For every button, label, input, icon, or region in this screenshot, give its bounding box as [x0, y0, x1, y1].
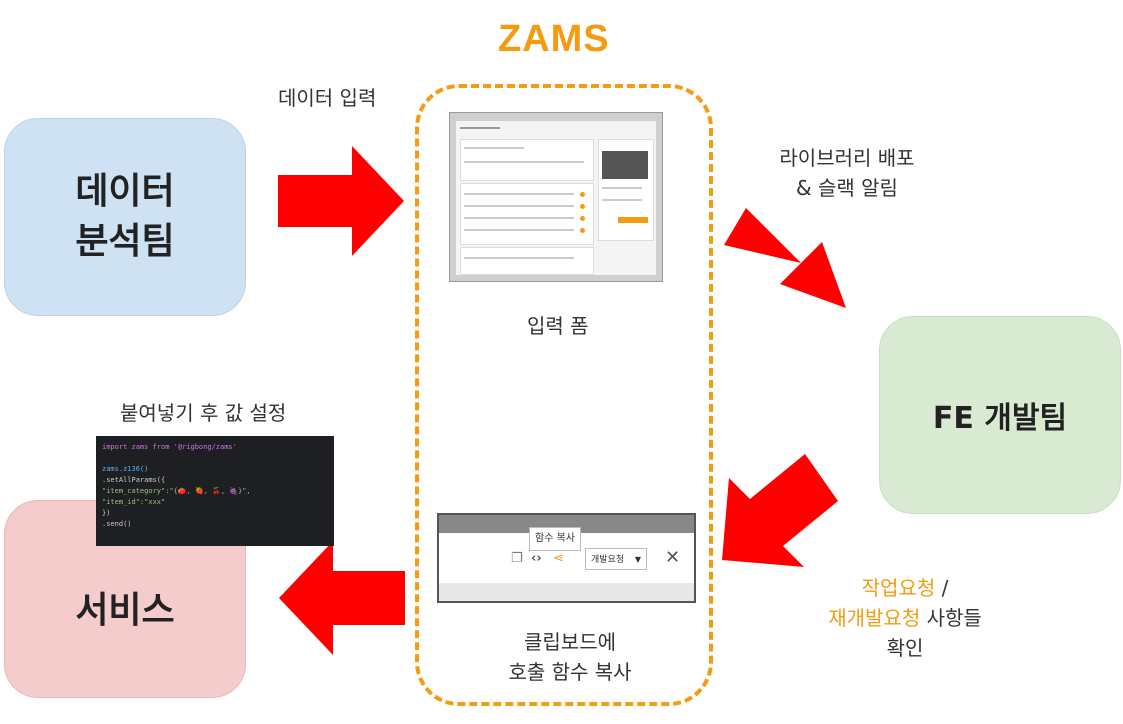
request-confirm: 확인 — [886, 636, 924, 660]
arrow-data-to-form — [278, 146, 404, 256]
request-redevelop: 재개발요청 — [828, 606, 921, 630]
arrow-clip-to-service — [279, 541, 405, 655]
clipboard-line1: 클립보드에 — [524, 630, 616, 654]
code-icon[interactable]: ‹› — [531, 551, 542, 566]
code-line-4: .setAllParams({ — [102, 476, 166, 484]
input-form-screenshot — [449, 112, 663, 282]
request-slash: / — [935, 576, 949, 600]
code-line-5: "item_category":"{🍅, 🍓, 🍒, 🍇}", — [102, 487, 251, 495]
data-team-line1: 데이터 — [75, 171, 175, 212]
copy-icon[interactable]: ❐ — [511, 551, 523, 566]
clipboard-line2: 호출 함수 복사 — [508, 660, 632, 684]
share-icon[interactable]: ⋖ — [553, 551, 564, 566]
request-label: 작업요청 / 재개발요청 사항들 확인 — [800, 573, 1010, 663]
chevron-down-icon: ▼ — [634, 555, 641, 564]
toolbar-top-strip — [439, 515, 694, 533]
clipboard-toolbar-screenshot: 함수 복사 ❐ ‹› ⋖ 개발요청 ▼ ✕ — [437, 513, 696, 603]
fe-team-label: FE 개발팀 — [932, 401, 1068, 436]
fe-team-box: FE 개발팀 — [879, 316, 1121, 514]
data-team-box: 데이터 분석팀 — [4, 118, 246, 316]
service-label: 서비스 — [75, 590, 175, 631]
request-type-value: 개발요청 — [591, 555, 625, 565]
copy-function-tooltip: 함수 복사 — [529, 527, 581, 551]
paste-label: 붙여넣기 후 값 설정 — [120, 401, 287, 425]
code-line-6: "item_id":"xxx" — [102, 498, 166, 506]
code-line-3: zams.z136() — [102, 465, 149, 473]
code-line-1: import zams from '@rigbong/zams' — [102, 443, 237, 451]
close-icon[interactable]: ✕ — [665, 547, 681, 568]
deploy-line1: 라이브러리 배포 — [779, 146, 915, 170]
deploy-line2: & 슬랙 알림 — [796, 176, 898, 200]
form-label: 입력 폼 — [527, 314, 589, 338]
request-items: 사항들 — [920, 606, 982, 630]
zams-title: ZAMS — [498, 18, 610, 60]
zams-container — [415, 84, 713, 706]
arrow-form-to-fe — [724, 208, 846, 308]
clipboard-label: 클립보드에 호출 함수 복사 — [470, 627, 670, 687]
request-type-select[interactable]: 개발요청 ▼ — [585, 548, 647, 570]
form-screenshot-body — [456, 121, 656, 275]
arrow-fe-to-clip — [722, 454, 838, 567]
request-work: 작업요청 — [861, 576, 936, 600]
data-input-label: 데이터 입력 — [278, 86, 377, 110]
code-line-2 — [102, 453, 328, 464]
code-line-8: .send() — [102, 520, 132, 528]
deploy-label: 라이브러리 배포 & 슬랙 알림 — [757, 143, 937, 203]
code-line-7: }) — [102, 509, 111, 517]
code-snippet: import zams from '@rigbong/zams' zams.z1… — [96, 436, 334, 546]
data-team-line2: 분석팀 — [75, 221, 175, 262]
